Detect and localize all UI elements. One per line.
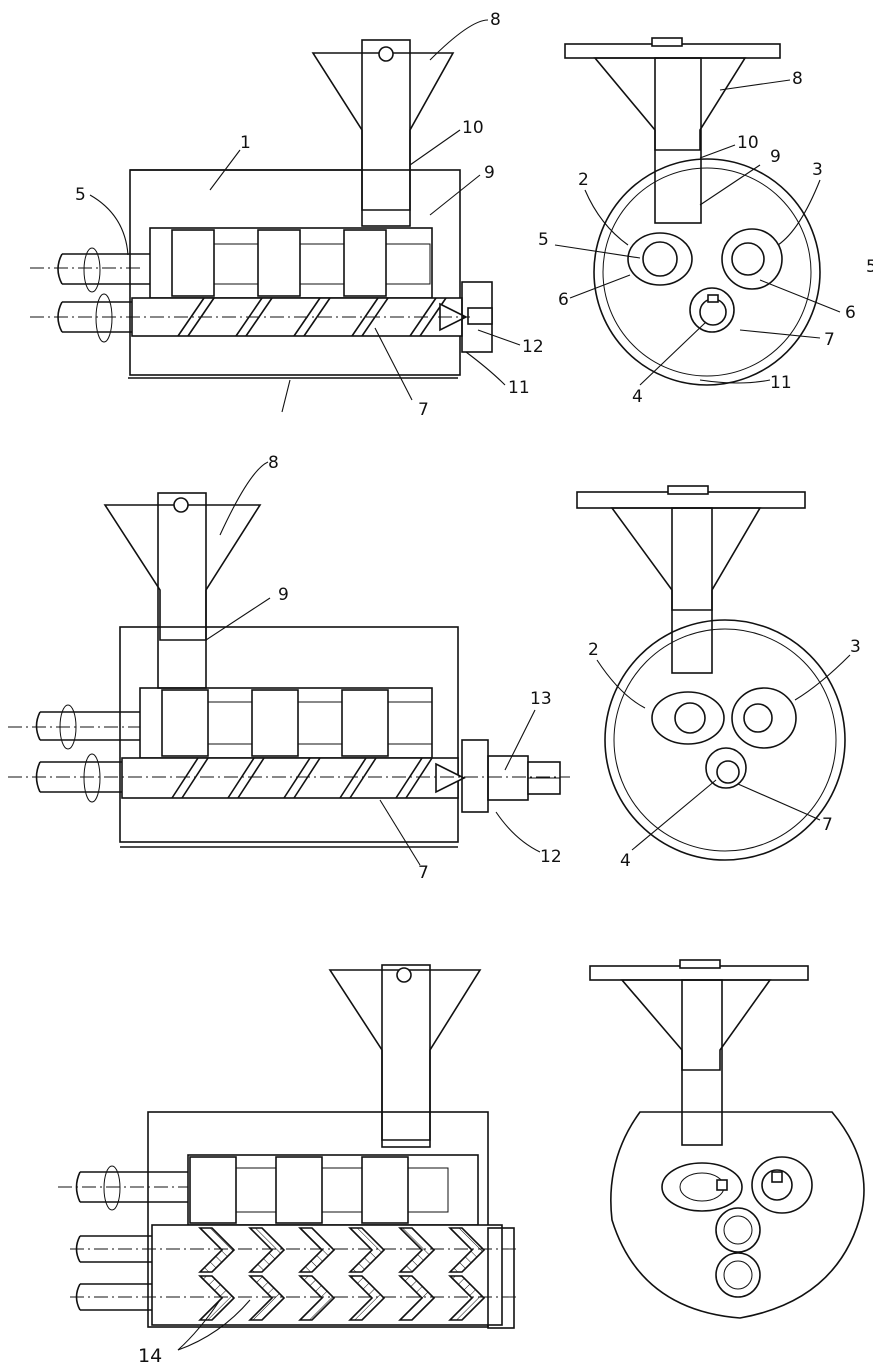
label-7: 7 [418, 400, 429, 420]
figure-6-cross-section [589, 959, 865, 1319]
label-11: 11 [770, 373, 792, 393]
label-5: 5 [75, 185, 86, 205]
label-9: 9 [484, 163, 495, 183]
label-9: 9 [278, 585, 289, 605]
label-11: 11 [508, 378, 530, 398]
label-1: 1 [240, 133, 251, 153]
label-3: 3 [850, 637, 861, 657]
label-10: 10 [737, 133, 759, 153]
label-8: 8 [490, 10, 501, 30]
label-13: 13 [530, 689, 552, 709]
label-14: 14 [138, 1345, 162, 1363]
figure-3-side-section [8, 461, 570, 866]
label-7: 7 [418, 863, 429, 883]
label-4: 4 [620, 851, 631, 871]
figure-5-side-section [58, 964, 520, 1351]
label-12: 12 [540, 847, 562, 867]
label-7: 7 [822, 815, 833, 835]
label-5: 5 [538, 230, 549, 250]
label-3: 3 [812, 160, 823, 180]
label-5: 5 [866, 257, 873, 277]
label-6: 6 [845, 303, 856, 323]
label-10: 10 [462, 118, 484, 138]
figure-4-cross-section [576, 485, 851, 861]
label-9: 9 [770, 147, 781, 167]
label-8: 8 [268, 453, 279, 473]
figure-2-cross-section [554, 37, 841, 386]
reference-numerals: 8 10 1 9 5 7 12 11 8 10 9 2 3 5 5 6 6 7 … [75, 10, 873, 1367]
label-2: 2 [588, 640, 599, 660]
label-6: 6 [558, 290, 569, 310]
label-2: 2 [578, 170, 589, 190]
label-8: 8 [792, 69, 803, 89]
figure-1-side-section [30, 19, 521, 413]
label-4: 4 [632, 387, 643, 407]
label-7: 7 [824, 330, 835, 350]
label-12: 12 [522, 337, 544, 357]
